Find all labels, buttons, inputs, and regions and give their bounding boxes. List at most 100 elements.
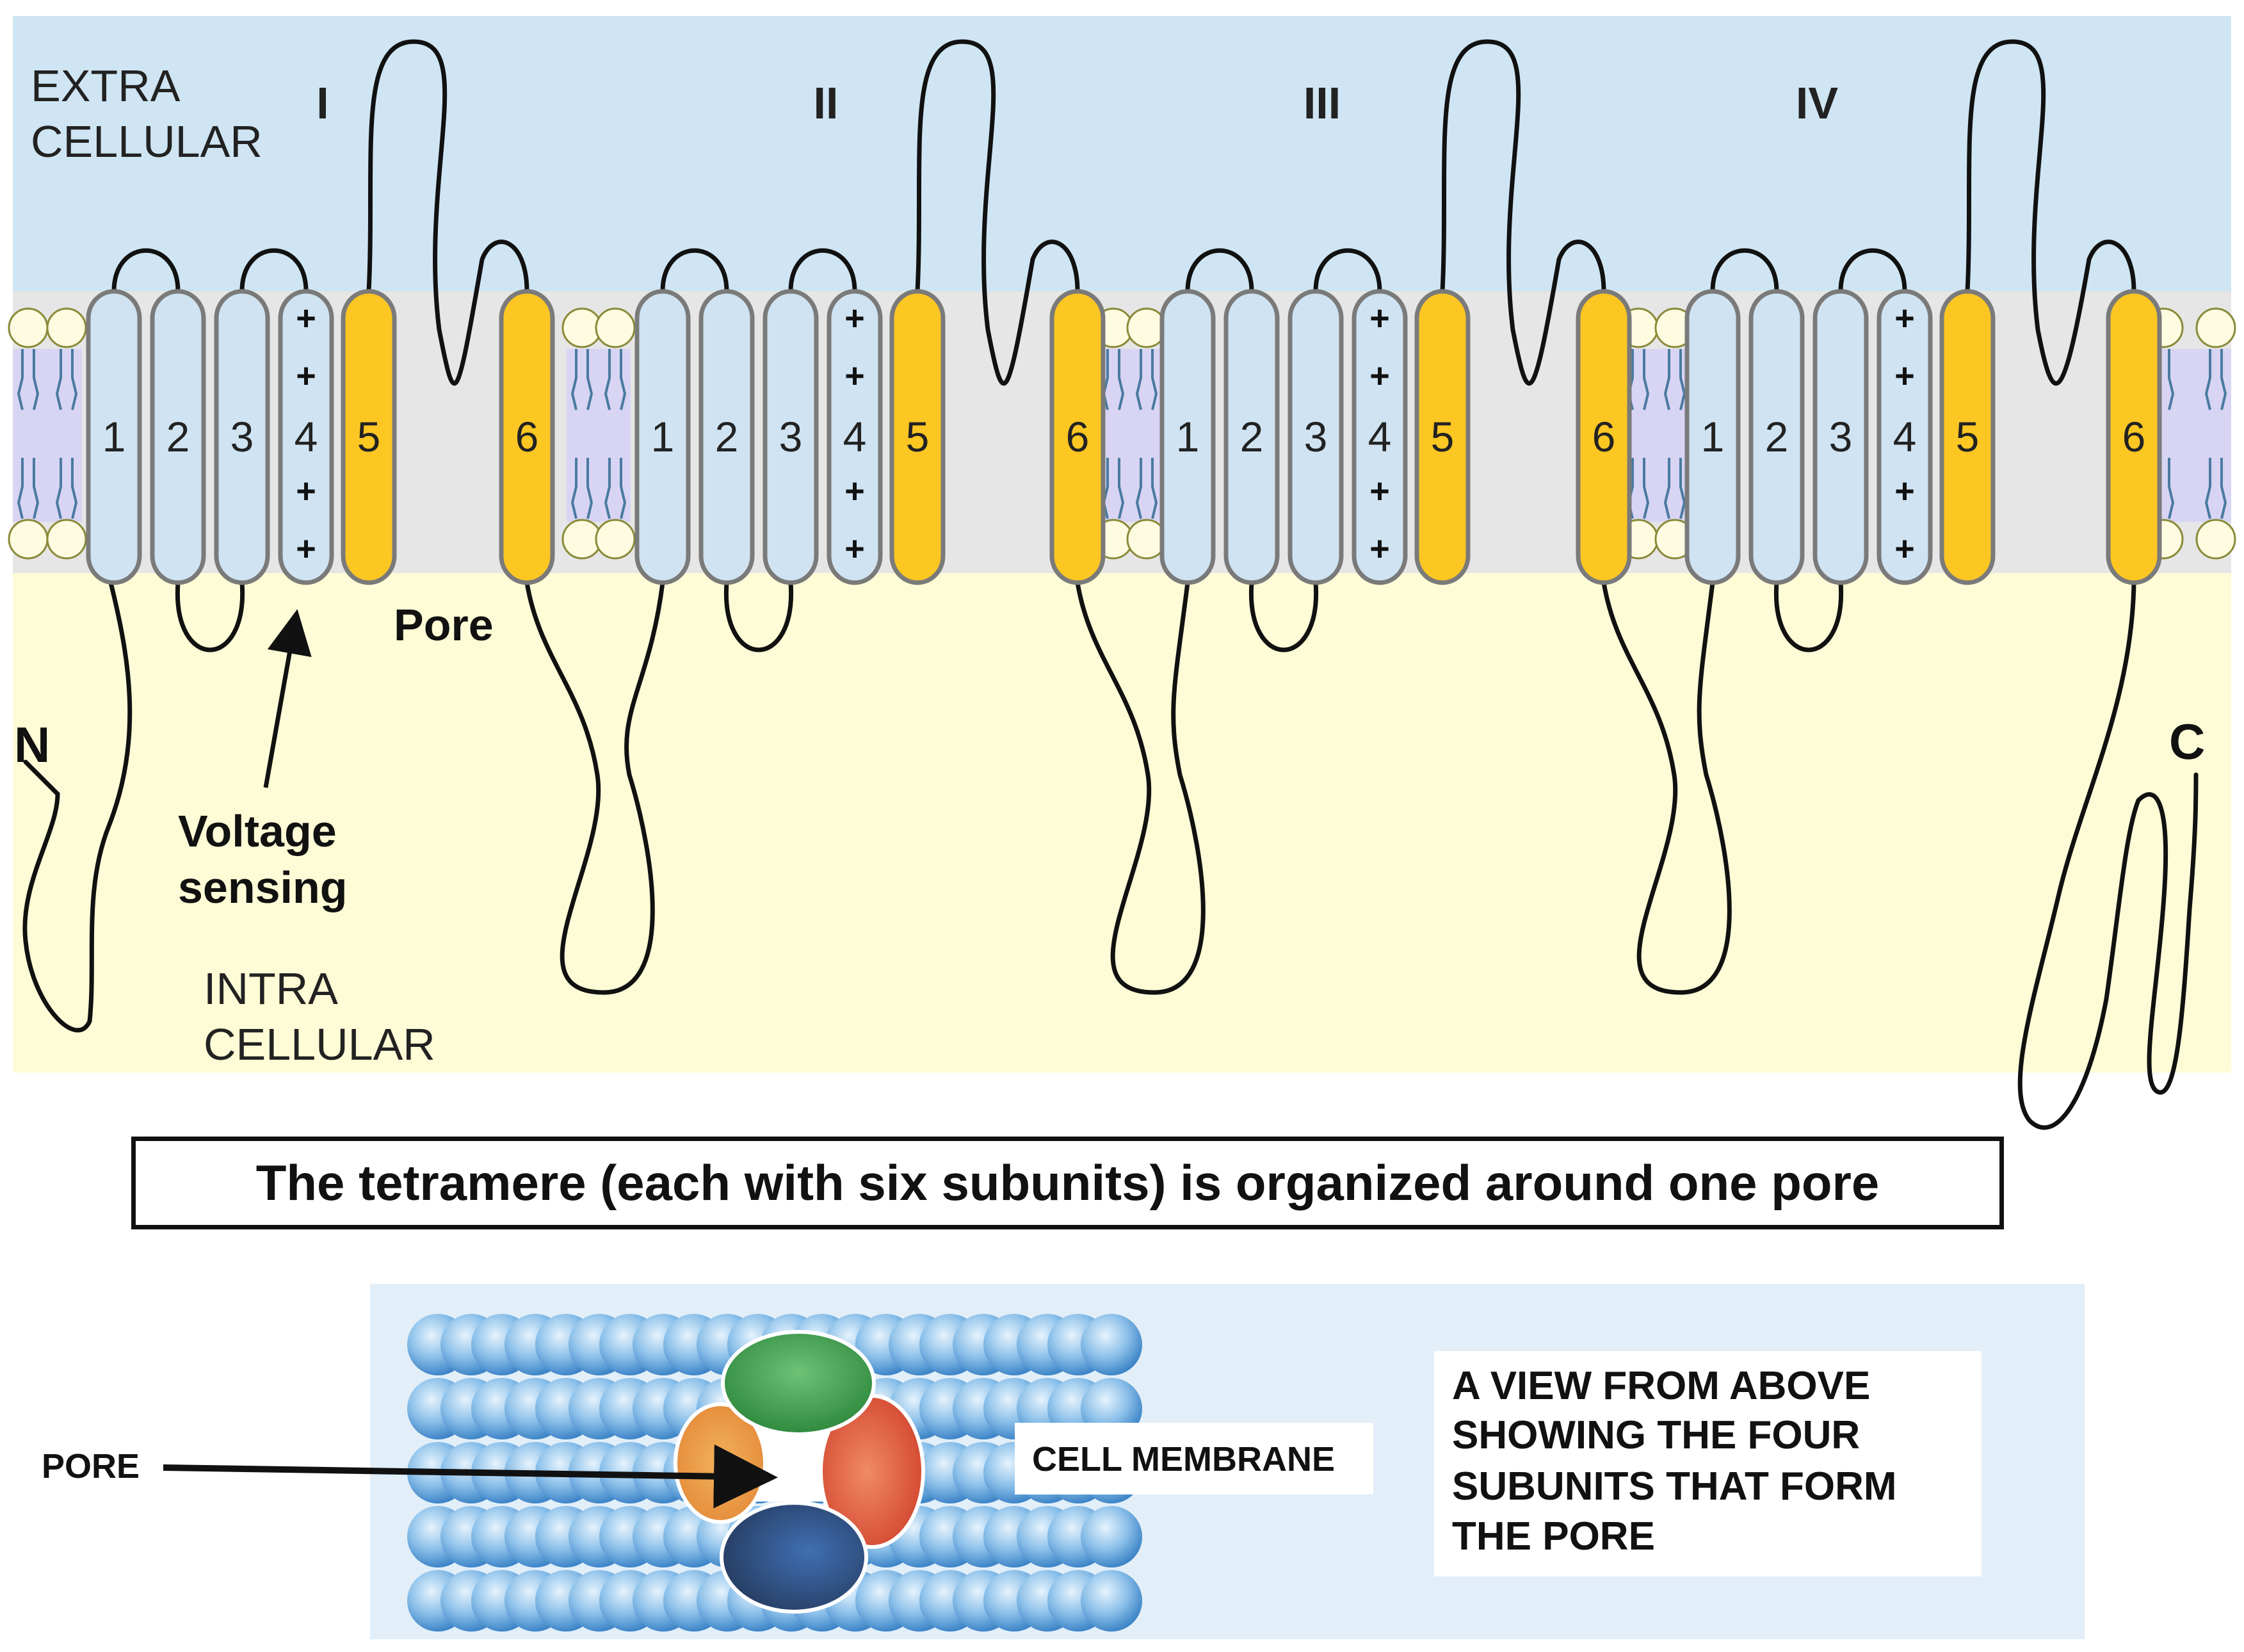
segment-1-label-domain-4: 1 bbox=[1701, 413, 1725, 460]
pore-label: Pore bbox=[394, 600, 494, 650]
segment-3-domain-2 bbox=[763, 289, 819, 585]
membrane-bead bbox=[1081, 1314, 1142, 1375]
positive-charge: + bbox=[1369, 530, 1390, 568]
domain-label-3: III bbox=[1304, 78, 1341, 128]
lipid-tail bbox=[55, 349, 78, 410]
top-view-description-line1: A VIEW FROM ABOVE bbox=[1452, 1364, 1870, 1408]
lipid-tail bbox=[1663, 458, 1686, 519]
segment-4-domain-3 bbox=[1352, 289, 1408, 585]
positive-charge: + bbox=[1894, 299, 1915, 337]
pore-pointer-arrow bbox=[163, 1444, 778, 1509]
positive-charge: + bbox=[1894, 472, 1915, 510]
p-loop-domain-1 bbox=[366, 39, 529, 386]
loop-s2-s3-domain-1 bbox=[175, 580, 245, 652]
cell-membrane-label: CELL MEMBRANE bbox=[1032, 1440, 1335, 1478]
loop-s2-s3-domain-4 bbox=[1773, 580, 1844, 652]
lipid-tail bbox=[604, 458, 627, 519]
top-view-description-line3: SUBUNITS THAT FORM bbox=[1452, 1464, 1897, 1509]
positive-charge: + bbox=[1894, 357, 1915, 395]
linker-domain-2-3 bbox=[1075, 580, 1206, 995]
p-loop-domain-4 bbox=[1965, 39, 2136, 386]
pore-top-view-label: PORE bbox=[42, 1447, 140, 1486]
intracellular-label-line2: CELLULAR bbox=[204, 1019, 435, 1069]
positive-charge: + bbox=[296, 530, 316, 568]
c-terminus-tail bbox=[2017, 580, 2199, 1130]
segment-2-domain-4 bbox=[1748, 289, 1805, 585]
positive-charge: + bbox=[844, 299, 865, 337]
lipid-tail bbox=[2204, 349, 2227, 410]
lipid-head bbox=[595, 307, 636, 348]
caption-box: The tetramere (each with six subunits) i… bbox=[131, 1137, 2004, 1229]
loop-s3-s4-domain-1 bbox=[239, 248, 309, 294]
subunit-blue bbox=[720, 1501, 868, 1614]
loop-s3-s4-domain-2 bbox=[788, 248, 857, 294]
segment-2-label-domain-4: 2 bbox=[1765, 413, 1789, 460]
lipid-tail bbox=[1102, 349, 1125, 410]
segment-4-label-domain-2: 4 bbox=[843, 413, 867, 460]
segment-1-label-domain-1: 1 bbox=[102, 413, 126, 460]
segment-4-domain-2 bbox=[827, 289, 883, 585]
segment-3-label-domain-4: 3 bbox=[1829, 413, 1853, 460]
segment-4-label-domain-1: 4 bbox=[295, 413, 318, 460]
segment-2-label-domain-1: 2 bbox=[166, 413, 190, 460]
segment-3-domain-4 bbox=[1812, 289, 1869, 585]
p-loop-domain-3 bbox=[1440, 39, 1606, 386]
voltage-sensing-label-line1: Voltage bbox=[178, 806, 337, 856]
loop-s2-s3-domain-3 bbox=[1248, 580, 1319, 652]
loop-s1-s2-domain-1 bbox=[111, 248, 181, 294]
lipid-tail bbox=[17, 458, 40, 519]
segment-6-domain-4 bbox=[2106, 289, 2162, 585]
segment-4-domain-4 bbox=[1877, 289, 1933, 585]
lipid-tail bbox=[55, 458, 78, 519]
segment-4-domain-1 bbox=[278, 289, 334, 585]
lipid-tail bbox=[17, 349, 40, 410]
intracellular-label-line1: INTRA bbox=[204, 964, 338, 1014]
c-terminus-label: C bbox=[2169, 713, 2205, 770]
lipid-head bbox=[8, 519, 49, 560]
extracellular-region bbox=[13, 16, 2231, 298]
connecting-loops bbox=[22, 39, 2199, 1130]
lipid-head bbox=[8, 307, 49, 348]
loop-s3-s4-domain-4 bbox=[1838, 248, 1907, 294]
membrane-bead bbox=[1081, 1570, 1142, 1632]
membrane-bead bbox=[1081, 1506, 1142, 1567]
segment-6-domain-1 bbox=[499, 289, 555, 585]
segment-5-domain-2 bbox=[889, 289, 946, 585]
lipid-core-5 bbox=[2148, 349, 2231, 522]
segment-6-label-domain-1: 6 bbox=[515, 413, 539, 460]
lipid-tail bbox=[1135, 349, 1158, 410]
segment-4-label-domain-3: 4 bbox=[1368, 413, 1392, 460]
extracellular-label-line1: EXTRA bbox=[31, 61, 181, 111]
top-view-description-box bbox=[1434, 1351, 1982, 1576]
loop-s2-s3-domain-2 bbox=[723, 580, 794, 652]
segment-3-label-domain-3: 3 bbox=[1304, 413, 1328, 460]
voltage-sensing-label-line2: sensing bbox=[178, 862, 348, 912]
segment-1-domain-4 bbox=[1684, 289, 1741, 585]
domain-label-1: I bbox=[316, 78, 328, 128]
linker-domain-1-2 bbox=[524, 580, 665, 995]
segment-2-label-domain-3: 2 bbox=[1240, 413, 1264, 460]
segment-5-domain-1 bbox=[341, 289, 397, 585]
intracellular-region bbox=[13, 567, 2231, 1073]
p-loop-domain-2 bbox=[915, 39, 1080, 386]
segment-5-label-domain-2: 5 bbox=[906, 413, 930, 460]
positive-charge: + bbox=[1369, 299, 1390, 337]
segment-6-label-domain-2: 6 bbox=[1066, 413, 1090, 460]
segment-2-domain-3 bbox=[1223, 289, 1280, 585]
segment-4-label-domain-4: 4 bbox=[1893, 413, 1917, 460]
lipid-tail bbox=[570, 349, 593, 410]
domain-label-2: II bbox=[814, 78, 839, 128]
top-view-description-line2: SHOWING THE FOUR bbox=[1452, 1413, 1860, 1457]
positive-charge: + bbox=[1369, 357, 1390, 395]
segment-5-domain-3 bbox=[1414, 289, 1471, 585]
segment-5-label-domain-3: 5 bbox=[1431, 413, 1455, 460]
segment-3-label-domain-2: 3 bbox=[779, 413, 803, 460]
voltage-sensing-arrow bbox=[263, 609, 312, 788]
segment-1-domain-2 bbox=[634, 289, 691, 585]
n-terminus-label: N bbox=[14, 717, 50, 773]
segment-1-domain-3 bbox=[1159, 289, 1216, 585]
lipid-head bbox=[595, 519, 636, 560]
lipid-tail bbox=[604, 349, 627, 410]
segment-2-domain-1 bbox=[150, 289, 206, 585]
